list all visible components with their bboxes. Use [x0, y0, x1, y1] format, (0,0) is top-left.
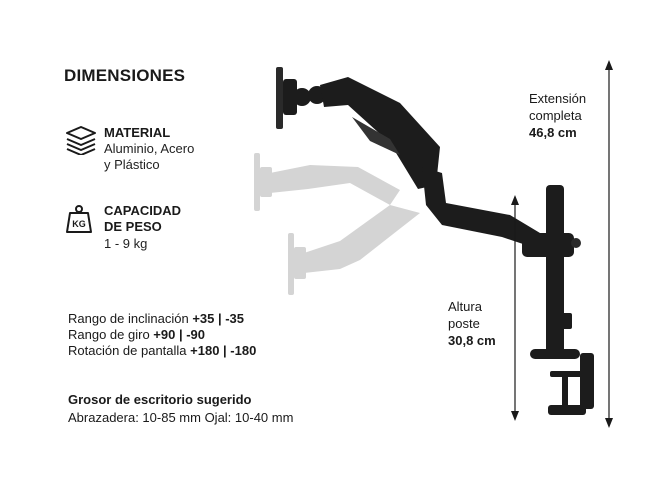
rotation-range-label: Rotación de pantalla: [68, 343, 191, 358]
desk-thickness-value: Abrazadera: 10-85 mm Ojal: 10-40 mm: [68, 410, 294, 425]
extension-label: Extensión completa 46,8 cm: [529, 90, 586, 141]
pole-height-value: 30,8 cm: [448, 333, 496, 348]
swivel-range-value: +90 | -90: [153, 327, 205, 342]
extension-label-line1: Extensión: [529, 91, 587, 106]
desk-thickness-heading: Grosor de escritorio sugerido: [68, 392, 252, 407]
capacity-label-2: DE PESO: [104, 219, 162, 234]
rotation-range: Rotación de pantalla +180 | -180: [68, 342, 256, 359]
tilt-range-label: Rango de inclinación: [68, 311, 193, 326]
desk-clamp: [548, 405, 586, 415]
capacity-value: 1 - 9 kg: [104, 236, 148, 251]
extension-dimension-line: [605, 60, 613, 428]
pole-height-label-line1: Altura: [448, 299, 482, 314]
ghost-arm-positions: [254, 153, 420, 295]
page-title: DIMENSIONES: [64, 66, 186, 85]
weight-icon-text: KG: [72, 219, 86, 229]
capacity-label: CAPACIDAD: [104, 203, 182, 218]
material-value-2: y Plástico: [104, 157, 160, 172]
swivel-range: Rango de giro +90 | -90: [68, 326, 205, 343]
material-spec: MATERIAL Aluminio, Acero y Plástico: [64, 125, 224, 181]
pole-height-label: Altura poste 30,8 cm: [448, 298, 496, 349]
material-label: MATERIAL: [104, 125, 171, 140]
layers-icon: [64, 125, 98, 160]
upper-arm: [320, 77, 440, 189]
lower-arm: [422, 167, 540, 247]
tilt-range: Rango de inclinación +35 | -35: [68, 310, 244, 327]
desk-base: [530, 349, 580, 359]
tilt-range-value: +35 | -35: [192, 311, 245, 326]
pole: [546, 185, 564, 353]
extension-value: 46,8 cm: [529, 125, 577, 140]
material-value: Aluminio, Acero: [104, 141, 195, 156]
swivel-range-label: Rango de giro: [68, 327, 154, 342]
monitor-arm-illustration: [254, 60, 613, 428]
pole-height-dimension-line: [511, 195, 519, 421]
rotation-range-value: +180 | -180: [190, 343, 257, 358]
extension-label-line2: completa: [529, 108, 582, 123]
capacity-spec: KG CAPACIDAD DE PESO 1 - 9 kg: [64, 202, 224, 258]
monitor-mount: [276, 67, 326, 129]
pole-height-label-line2: poste: [448, 316, 480, 331]
weight-icon: KG: [64, 204, 94, 239]
